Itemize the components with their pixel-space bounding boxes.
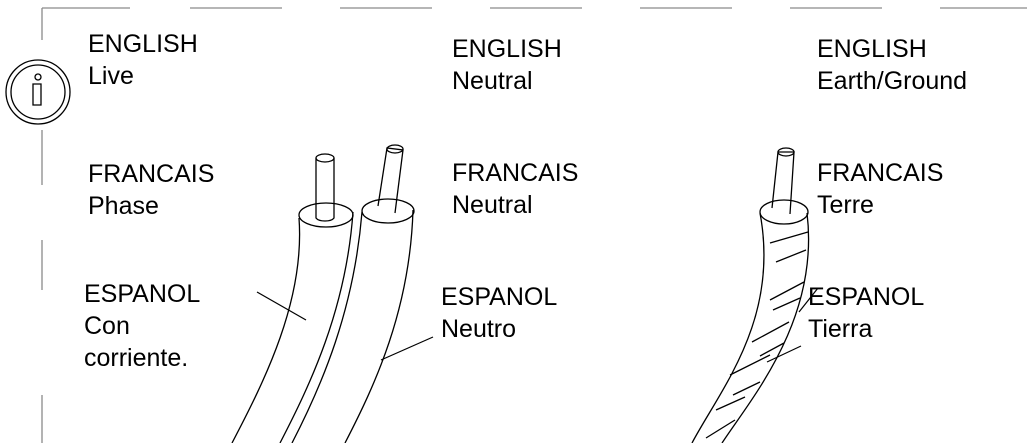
spanish-lang: ESPANOL bbox=[84, 280, 201, 308]
spanish-term: Neutro bbox=[441, 315, 517, 343]
french-term: Phase bbox=[88, 192, 159, 220]
earth-french-label: FRANCAIS Terre bbox=[817, 157, 943, 221]
english-term: Neutral bbox=[452, 67, 533, 95]
english-lang: ENGLISH bbox=[452, 35, 562, 63]
neutral-french-label: FRANCAIS Neutral bbox=[452, 157, 578, 221]
neutral-spanish-label: ESPANOL Neutro bbox=[441, 281, 557, 345]
info-icon bbox=[5, 59, 71, 125]
french-lang: FRANCAIS bbox=[452, 159, 579, 187]
french-term: Neutral bbox=[452, 191, 533, 219]
earth-english-label: ENGLISH Earth/Ground bbox=[817, 33, 967, 97]
english-term: Live bbox=[88, 62, 134, 90]
leader-lines bbox=[256, 287, 819, 363]
english-lang: ENGLISH bbox=[817, 35, 927, 63]
french-lang: FRANCAIS bbox=[88, 160, 215, 188]
spanish-term-line1: Con bbox=[84, 312, 130, 340]
dashed-border bbox=[41, 7, 1027, 443]
english-term: Earth/Ground bbox=[817, 67, 968, 95]
spanish-lang: ESPANOL bbox=[441, 283, 558, 311]
earth-wire bbox=[691, 147, 810, 443]
french-lang: FRANCAIS bbox=[817, 159, 944, 187]
spanish-lang: ESPANOL bbox=[808, 283, 925, 311]
spanish-term-line2: corriente. bbox=[84, 344, 189, 372]
english-lang: ENGLISH bbox=[88, 30, 198, 58]
live-french-label: FRANCAIS Phase bbox=[88, 158, 214, 222]
french-term: Terre bbox=[817, 191, 874, 219]
earth-spanish-label: ESPANOL Tierra bbox=[808, 281, 924, 345]
live-spanish-label: ESPANOL Con corriente. bbox=[84, 278, 200, 374]
neutral-english-label: ENGLISH Neutral bbox=[452, 33, 562, 97]
spanish-term: Tierra bbox=[808, 315, 873, 343]
live-wire bbox=[231, 153, 354, 443]
live-english-label: ENGLISH Live bbox=[88, 28, 198, 92]
neutral-wire bbox=[291, 144, 415, 443]
